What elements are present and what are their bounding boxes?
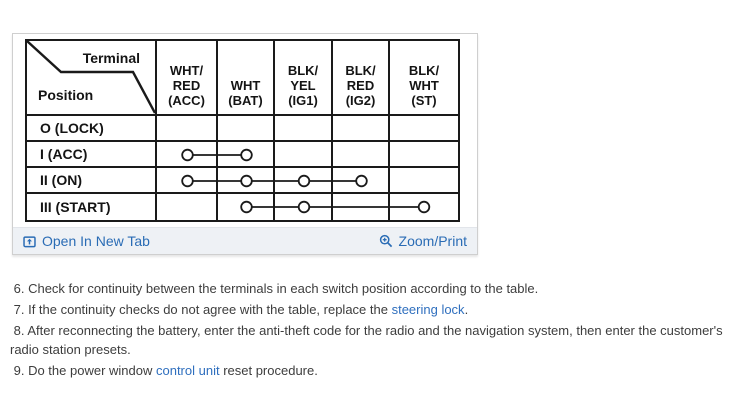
table-cell	[218, 194, 275, 220]
row-label-lock: O (LOCK)	[27, 116, 157, 142]
instruction-text: .	[464, 302, 469, 317]
control-unit-link[interactable]: control unit	[155, 363, 220, 378]
row-label-acc: I (ACC)	[27, 142, 157, 168]
column-header-wht-red-acc: WHT/ RED (ACC)	[157, 41, 218, 116]
corner-terminal-label: Terminal	[82, 50, 140, 66]
instruction-text: 9. Do the power window	[10, 363, 156, 378]
table-cell	[390, 116, 458, 142]
instruction-step-6: 6. Check for continuity between the term…	[10, 279, 740, 298]
table-cell	[157, 116, 218, 142]
instruction-text: 6. Check for continuity between the term…	[10, 281, 539, 296]
steering-lock-link[interactable]: steering lock	[391, 302, 465, 317]
table-cell	[218, 168, 275, 194]
instruction-text: reset procedure.	[219, 363, 318, 378]
column-header-blk-red-ig2: BLK/ RED (IG2)	[333, 41, 390, 116]
column-header-blk-wht-st: BLK/ WHT (ST)	[390, 41, 458, 116]
instruction-step-9: 9. Do the power window control unit rese…	[10, 361, 740, 380]
row-label-on: II (ON)	[27, 168, 157, 194]
column-header-wht-bat: WHT (BAT)	[218, 41, 275, 116]
table-cell	[275, 116, 333, 142]
table-cell	[390, 142, 458, 168]
open-in-new-tab-icon	[23, 235, 36, 247]
zoom-in-magnifier-icon	[379, 234, 392, 248]
figure-viewer-widget: Terminal Position WHT/ RED (ACC) WHT (BA…	[12, 33, 478, 255]
corner-position-label: Position	[38, 87, 94, 103]
table-cell	[275, 168, 333, 194]
table-cell	[390, 194, 458, 220]
table-cell	[390, 168, 458, 194]
instruction-step-8: 8. After reconnecting the battery, enter…	[10, 321, 740, 359]
instruction-text: 7. If the continuity checks do not agree…	[10, 302, 392, 317]
continuity-table: Terminal Position WHT/ RED (ACC) WHT (BA…	[25, 39, 460, 222]
zoom-print-label: Zoom/Print	[398, 233, 467, 249]
table-cell	[218, 116, 275, 142]
instructions: 6. Check for continuity between the term…	[10, 279, 740, 382]
continuity-table-figure: Terminal Position WHT/ RED (ACC) WHT (BA…	[25, 39, 460, 222]
table-cell	[333, 168, 390, 194]
table-cell	[218, 142, 275, 168]
table-cell	[157, 142, 218, 168]
table-cell	[275, 142, 333, 168]
open-in-new-tab-label: Open In New Tab	[42, 233, 150, 249]
instruction-text: 8. After reconnecting the battery, enter…	[10, 323, 727, 357]
table-cell	[333, 194, 390, 220]
table-cell	[333, 142, 390, 168]
corner-cell: Terminal Position	[27, 41, 157, 116]
instruction-step-7: 7. If the continuity checks do not agree…	[10, 300, 740, 319]
row-label-start: III (START)	[27, 194, 157, 220]
widget-footer: Open In New Tab Zoom/Print	[13, 227, 477, 254]
table-cell	[157, 194, 218, 220]
diagonal-divider	[27, 41, 155, 114]
table-cell	[157, 168, 218, 194]
column-header-blk-yel-ig1: BLK/ YEL (IG1)	[275, 41, 333, 116]
table-cell	[275, 194, 333, 220]
table-cell	[333, 116, 390, 142]
zoom-print-button[interactable]: Zoom/Print	[379, 233, 467, 249]
open-in-new-tab-button[interactable]: Open In New Tab	[23, 233, 150, 249]
